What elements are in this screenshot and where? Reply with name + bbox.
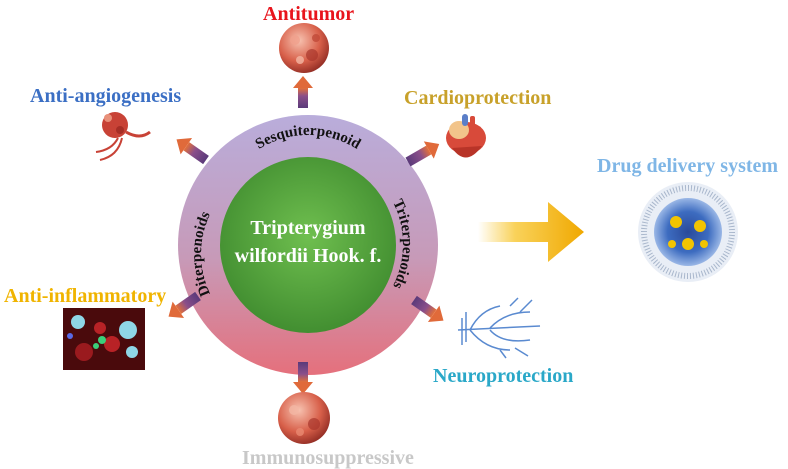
arrow-neuroprotection [411,295,444,322]
nanoparticle-icon [638,182,738,282]
heart-icon [446,114,486,158]
arrow-cardioprotection [405,141,440,167]
arrow-anti-inflammatory [168,291,201,318]
tumor-cell-icon [279,23,329,73]
arrow-immunosuppressive [293,362,313,394]
label-neuroprotection: Neuroprotection [433,365,574,387]
neuron-icon [457,297,541,359]
arrow-antitumor [293,76,313,108]
label-drug-delivery-system: Drug delivery system [597,155,779,177]
inner-circle [220,157,396,333]
label-anti-angiogenesis: Anti-angiogenesis [30,85,182,107]
immune-cell-icon [278,392,330,444]
center-title-line2: wilfordii Hook. f. [235,245,382,267]
blood-vessel-icon [95,112,151,161]
big-arrow-to-delivery [478,202,584,262]
arrow-anti-angiogenesis [176,138,209,165]
label-cardioprotection: Cardioprotection [404,87,552,109]
center-title-line1: Tripterygium [250,217,366,239]
label-anti-inflammatory: Anti-inflammatory [4,285,167,307]
label-immunosuppressive: Immunosuppressive [242,447,414,469]
inflammation-cells-icon [63,308,145,370]
label-antitumor: Antitumor [263,3,355,25]
